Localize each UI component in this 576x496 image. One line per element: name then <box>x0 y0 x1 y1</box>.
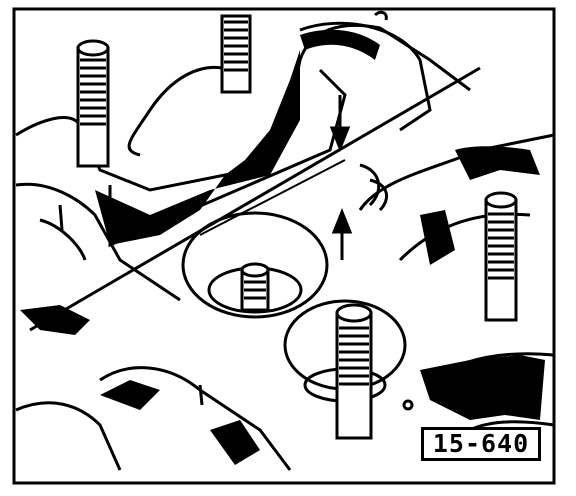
figure-number-label: 15-640 <box>421 427 541 461</box>
direction-arrow-up <box>331 207 353 260</box>
stud-upper-middle <box>220 14 252 94</box>
straightedge-secondary <box>199 159 346 236</box>
valve-bore-right <box>299 21 432 132</box>
shadow-regions <box>20 29 545 465</box>
straightedge <box>29 66 481 332</box>
stud-upper-left <box>76 39 110 168</box>
direction-arrow-down <box>329 95 351 153</box>
stud-center <box>240 262 270 312</box>
stud-lower <box>335 303 373 440</box>
stud-right <box>484 191 518 322</box>
figure-frame <box>12 7 556 485</box>
detail-marks <box>58 10 414 411</box>
